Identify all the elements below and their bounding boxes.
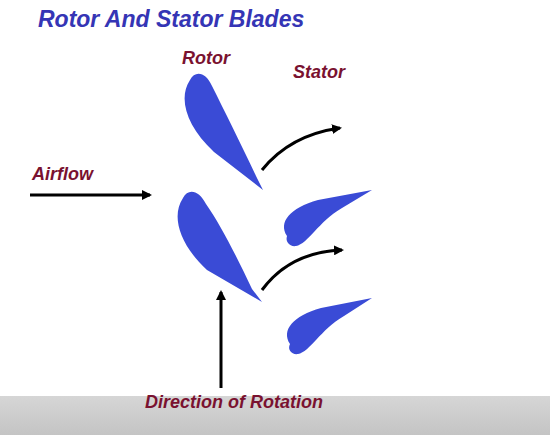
stator-blade (284, 190, 372, 246)
stator-label: Stator (293, 62, 345, 83)
airflow-label: Airflow (32, 164, 93, 185)
rotor-blade (178, 192, 262, 302)
flow-arrow (262, 250, 342, 290)
diagram-title: Rotor And Stator Blades (38, 6, 304, 33)
airflow-arrow (30, 194, 150, 197)
flow-arrow (262, 128, 340, 170)
rotation-label: Direction of Rotation (145, 392, 323, 413)
rotation-arrow (220, 292, 223, 388)
rotor-label: Rotor (182, 48, 230, 69)
rotor-blade (185, 74, 263, 190)
stator-blade (287, 298, 372, 354)
